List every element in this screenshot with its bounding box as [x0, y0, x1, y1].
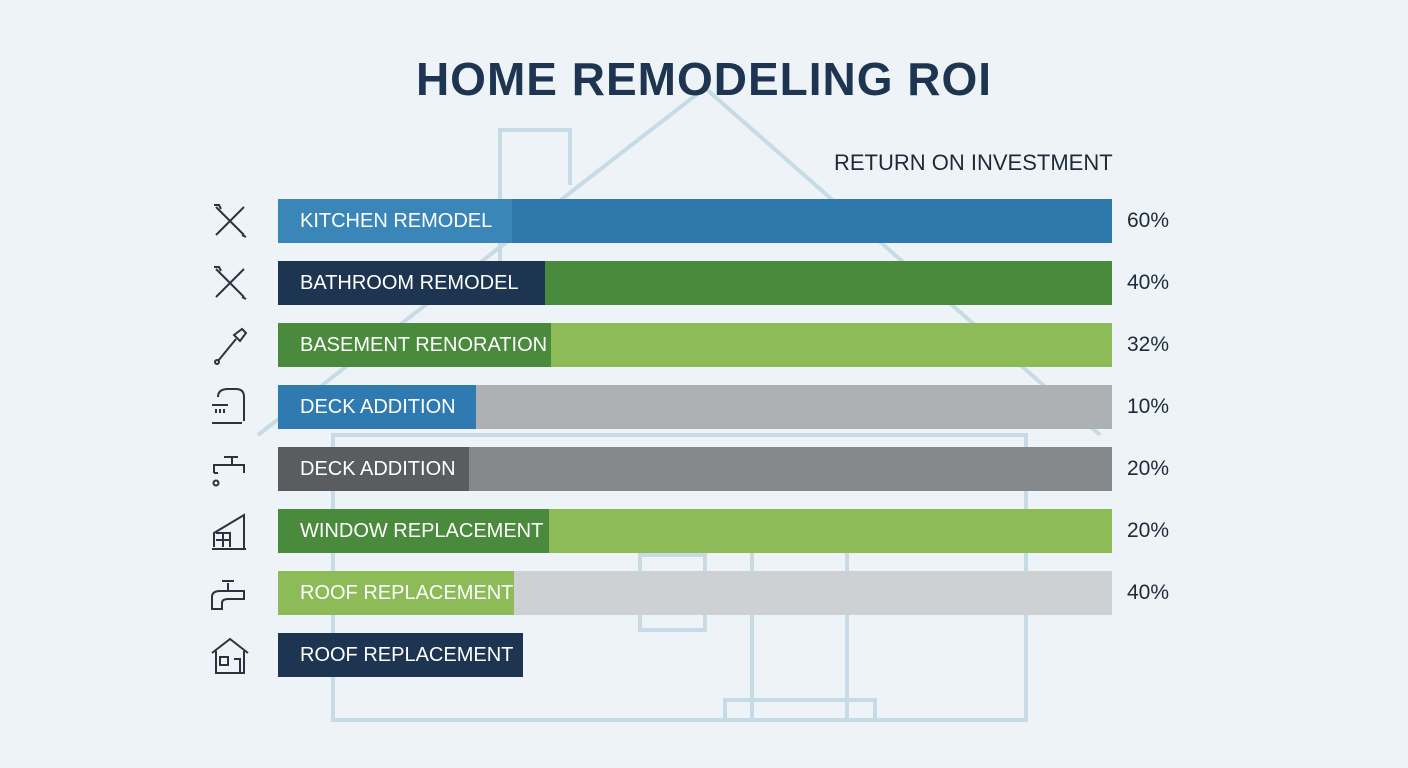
tools-icon — [214, 266, 247, 300]
bar-label: DECK ADDITION — [300, 396, 456, 418]
shower-icon — [212, 388, 245, 424]
bar-row: DECK ADDITION 20% — [0, 447, 1408, 491]
bar-value-label: 40% — [1127, 271, 1170, 294]
bar-row: DECK ADDITION 10% — [0, 385, 1408, 429]
bar-value-label: 20% — [1127, 519, 1170, 542]
house-icon — [211, 637, 249, 674]
bar-label-segment — [278, 571, 514, 615]
bar-value-label: 40% — [1127, 581, 1170, 604]
bar-row: ROOF REPLACEMENT 40% — [0, 571, 1408, 615]
faucet-icon — [211, 580, 245, 610]
bar: BASEMENT RENORATION — [278, 323, 1112, 367]
bar: DECK ADDITION — [278, 447, 1112, 491]
bar-label-segment — [278, 509, 549, 553]
bar-label: DECK ADDITION — [300, 458, 456, 480]
bar-label: BASEMENT RENORATION — [300, 334, 548, 356]
bar: ROOF REPLACEMENT — [278, 633, 1112, 677]
bar: KITCHEN REMODEL — [278, 199, 1112, 243]
bar-row: BATHROOM REMODEL 40% — [0, 261, 1408, 305]
bar-label: WINDOW REPLACEMENT — [300, 520, 544, 542]
tools-icon — [214, 204, 247, 238]
paint-brush-icon — [214, 327, 248, 365]
bar-row: KITCHEN REMODEL 60% — [0, 199, 1408, 243]
bar-label: ROOF REPLACEMENT — [300, 644, 514, 666]
bar-label-segment — [278, 199, 512, 243]
bar-row: BASEMENT RENORATION 32% — [0, 323, 1408, 367]
bar-value-label: 10% — [1127, 395, 1170, 418]
bar-value-label: 20% — [1127, 457, 1170, 480]
bar-label-segment — [278, 323, 551, 367]
bar: BATHROOM REMODEL — [278, 261, 1112, 305]
bar-value-label: 60% — [1127, 209, 1170, 232]
bar-label-segment — [278, 633, 523, 677]
bar-label: KITCHEN REMODEL — [300, 210, 493, 232]
window-icon — [212, 513, 246, 550]
bar-label-segment — [278, 261, 545, 305]
bar-row: ROOF REPLACEMENT — [0, 633, 1408, 677]
bar: DECK ADDITION — [278, 385, 1112, 429]
bar-label-segment — [278, 385, 476, 429]
chart-title: HOME REMODELING ROI — [415, 53, 993, 105]
bar: ROOF REPLACEMENT — [278, 571, 1112, 615]
bar: WINDOW REPLACEMENT — [278, 509, 1112, 553]
bar-label-segment — [278, 447, 469, 491]
faucet-drip-icon — [212, 456, 245, 487]
bar-label: ROOF REPLACEMENT — [300, 582, 514, 604]
bar-row: WINDOW REPLACEMENT 20% — [0, 509, 1408, 553]
chart-subtitle: RETURN ON INVESTMENT — [834, 150, 1113, 175]
bar-label: BATHROOM REMODEL — [300, 272, 519, 294]
bar-value-label: 32% — [1127, 333, 1170, 356]
